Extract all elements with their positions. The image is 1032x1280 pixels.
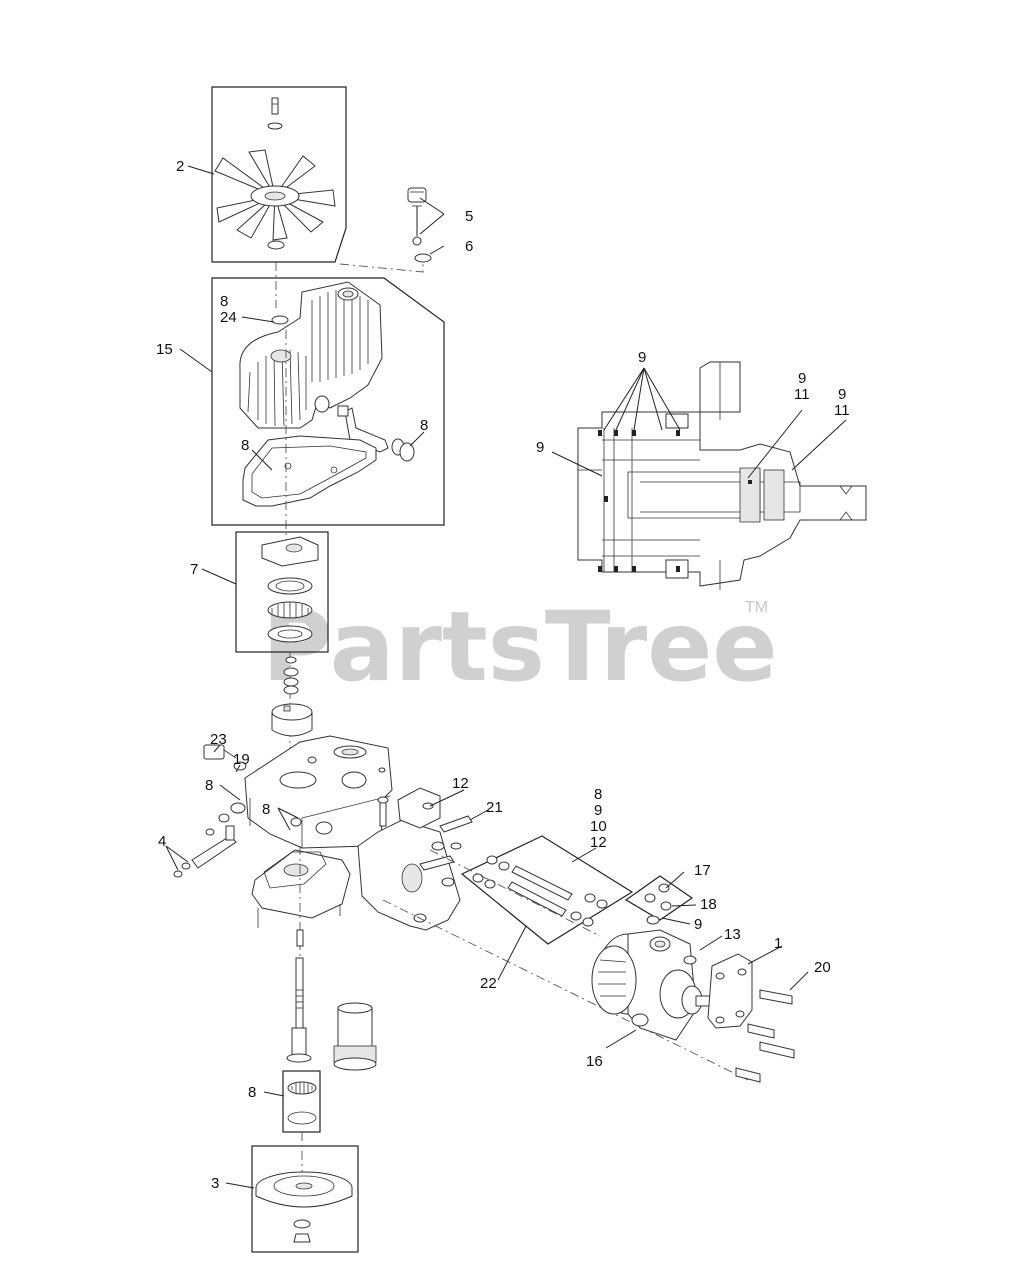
callout-1: 1 <box>774 935 782 952</box>
spring-stack-icon <box>271 652 313 760</box>
callout-16: 16 <box>586 1053 603 1070</box>
callout-6: 6 <box>465 238 473 255</box>
callout-4: 4 <box>158 833 166 850</box>
callout-kit-8: 8 <box>594 786 602 803</box>
callout-9-kit: 9 <box>694 916 702 933</box>
callout-3: 3 <box>211 1175 219 1192</box>
callout-18: 18 <box>700 896 717 913</box>
callout-23: 23 <box>210 731 227 748</box>
pump-icon <box>173 735 393 1000</box>
callout-2: 2 <box>176 158 184 175</box>
callout-8-housing-b: 8 <box>262 801 270 818</box>
shaft-icon <box>286 929 377 1071</box>
callout-8-bearing: 8 <box>248 1084 256 1101</box>
fan-icon <box>211 86 347 308</box>
cross-section-icon <box>577 361 867 590</box>
breather-cap-icon <box>339 187 432 273</box>
callout-20: 20 <box>814 959 831 976</box>
callout-19: 19 <box>233 751 250 768</box>
callout-labels: 2 5 6 8 24 15 8 8 7 23 19 8 8 4 12 21 8 … <box>156 158 850 1192</box>
callout-8-fan: 8 <box>220 293 228 310</box>
lower-bearing-icon <box>282 1070 321 1133</box>
small-kit-icon <box>624 875 694 925</box>
watermark-trademark: TM <box>745 599 768 616</box>
housing-icon <box>211 277 445 545</box>
callout-kit-12: 12 <box>590 834 607 851</box>
callout-15: 15 <box>156 341 173 358</box>
callout-13: 13 <box>724 926 741 943</box>
callout-5: 5 <box>465 208 473 225</box>
callout-22: 22 <box>480 975 497 992</box>
callout-8-gasket: 8 <box>241 437 249 454</box>
callout-11-r1: 11 <box>794 386 810 403</box>
callout-11-r2: 11 <box>834 402 850 419</box>
callout-kit-10: 10 <box>590 818 607 835</box>
callout-9-top: 9 <box>638 349 646 366</box>
callout-7: 7 <box>190 561 198 578</box>
motor-icon <box>591 929 795 1083</box>
callout-21: 21 <box>486 799 503 816</box>
callout-8-seal: 8 <box>420 417 428 434</box>
leader-lines <box>165 165 847 1189</box>
callout-8-housing-a: 8 <box>205 777 213 794</box>
callout-9-r1: 9 <box>798 370 806 387</box>
pulley-icon <box>251 1132 359 1253</box>
callout-12: 12 <box>452 775 469 792</box>
bearing-icon <box>235 531 329 653</box>
callout-24: 24 <box>220 309 237 326</box>
callout-kit-9: 9 <box>594 802 602 819</box>
callout-9-r2: 9 <box>838 386 846 403</box>
callout-17: 17 <box>694 862 711 879</box>
watermark-text: PartsTree <box>262 591 777 703</box>
seal-kit-icon <box>460 835 634 945</box>
callout-9-left: 9 <box>536 439 544 456</box>
